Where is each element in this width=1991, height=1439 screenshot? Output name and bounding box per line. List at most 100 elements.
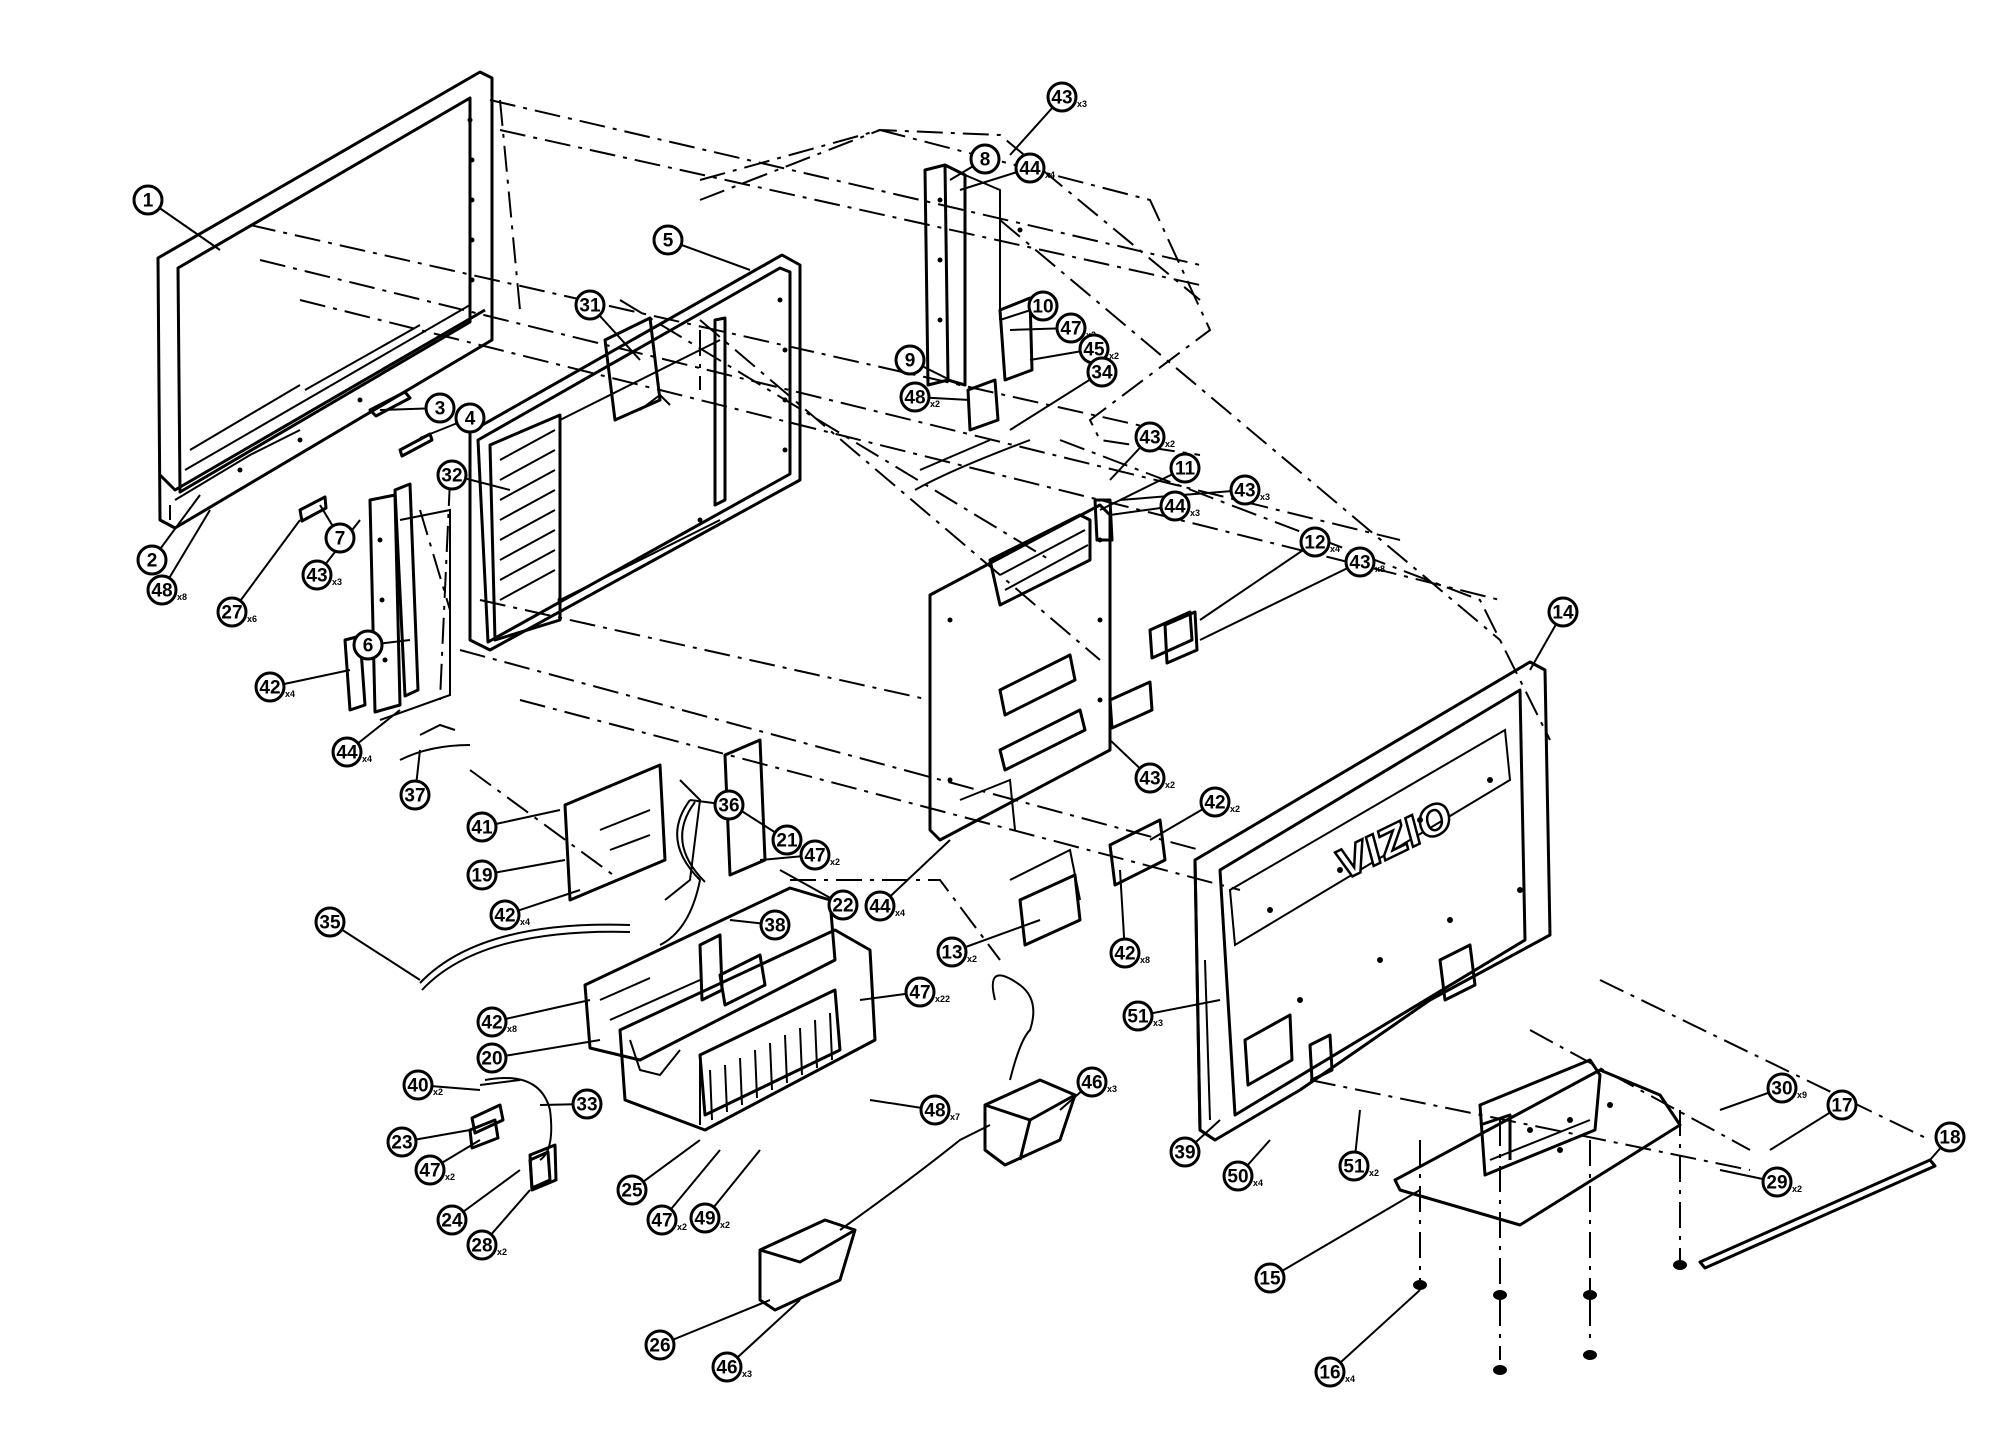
callout-quantity: x8 — [1140, 955, 1150, 965]
callout-circle — [1046, 81, 1078, 113]
callout-number: 38 — [764, 916, 785, 937]
callout-number: 30 — [1771, 1079, 1792, 1100]
callout-circle — [711, 1351, 743, 1383]
callout-number: 46 — [1081, 1073, 1102, 1094]
callout-circle — [1169, 1136, 1201, 1168]
callout-number: 26 — [649, 1336, 670, 1357]
callout-circle — [466, 811, 498, 843]
callout-quantity: x2 — [720, 1220, 730, 1230]
callout-circle — [571, 1088, 603, 1120]
callout-quantity: x4 — [1345, 1374, 1355, 1384]
callout-number: 5 — [663, 231, 674, 252]
callout-quantity: x3 — [1260, 492, 1270, 502]
part-callout-46: 46 x3 — [1076, 1066, 1117, 1098]
callout-quantity: x2 — [433, 1087, 443, 1097]
callout-quantity: x2 — [1792, 1184, 1802, 1194]
small-board-part — [1009, 818, 1167, 947]
callout-circle — [132, 184, 164, 216]
part-callout-47: 47 x22 — [904, 976, 950, 1008]
callout-leader-line — [879, 839, 951, 907]
front-bezel-part — [156, 70, 494, 530]
callout-quantity: x3 — [332, 577, 342, 587]
callout-number: 18 — [1939, 1128, 1960, 1149]
callout-number: 8 — [980, 150, 991, 171]
callout-number: 43 — [1139, 428, 1160, 449]
callout-number: 42 — [494, 906, 515, 927]
callout-circle — [1547, 596, 1579, 628]
callout-circle — [1159, 490, 1191, 522]
callout-number: 28 — [471, 1236, 492, 1257]
callout-number: 42 — [1114, 944, 1135, 965]
part-callout-9: 9 — [894, 344, 926, 376]
callout-quantity: x7 — [950, 1112, 960, 1122]
callout-leader-line — [659, 1299, 771, 1346]
callout-quantity: x8 — [1375, 564, 1385, 574]
callout-quantity: x2 — [1369, 1168, 1379, 1178]
callout-number: 33 — [576, 1095, 597, 1116]
rear-cover-part: VIZIO — [1193, 660, 1552, 1142]
part-callout-43: 43 x3 — [1229, 474, 1270, 506]
callout-quantity: x4 — [362, 754, 372, 764]
callout-number: 9 — [905, 351, 916, 372]
callout-quantity: x3 — [1107, 1084, 1117, 1094]
callout-number: 6 — [363, 636, 374, 657]
callout-quantity: x2 — [1109, 351, 1119, 361]
callout-quantity: x4 — [520, 917, 530, 927]
callout-number: 43 — [1051, 88, 1072, 109]
callout-circle — [1338, 1150, 1370, 1182]
callout-circle — [1254, 1262, 1286, 1294]
callout-circle — [352, 629, 384, 661]
part-callout-35: 35 — [314, 906, 346, 938]
callout-number: 23 — [391, 1133, 412, 1154]
callout-circle — [1314, 1356, 1346, 1388]
callout-number: 42 — [481, 1013, 502, 1034]
stand-base-part — [1393, 1058, 1682, 1227]
callout-quantity: x2 — [677, 1222, 687, 1232]
callout-circle — [969, 143, 1001, 175]
callout-leader-line — [1199, 561, 1361, 641]
part-callout-10: 10 — [1027, 290, 1059, 322]
callout-number: 1 — [143, 191, 154, 212]
callout-circle — [1826, 1089, 1858, 1121]
brand-logo: VIZIO — [1329, 793, 1460, 889]
callout-number: 48 — [904, 388, 925, 409]
callout-circle — [331, 736, 363, 768]
part-callout-31: 31 — [574, 289, 606, 321]
callout-quantity: x2 — [1165, 439, 1175, 449]
callout-number: 43 — [1234, 481, 1255, 502]
callout-circle — [254, 671, 286, 703]
callout-number: 15 — [1259, 1269, 1281, 1290]
callout-circle — [713, 789, 745, 821]
part-callout-42: 42 x4 — [489, 899, 530, 931]
callout-circle — [1055, 312, 1087, 344]
callout-circle — [652, 224, 684, 256]
callout-leader-line — [1269, 1189, 1421, 1279]
cable-37-part — [399, 744, 471, 761]
callout-circle — [1109, 937, 1141, 969]
callout-leader-line — [726, 1299, 801, 1368]
callout-circle — [466, 1229, 498, 1261]
callout-number: 37 — [404, 786, 425, 807]
callout-circle — [454, 402, 486, 434]
part-callout-24: 24 — [436, 1204, 468, 1236]
callout-number: 46 — [716, 1358, 737, 1379]
callout-quantity: x4 — [285, 689, 295, 699]
callout-number: 47 — [1060, 319, 1081, 340]
callout-number: 24 — [441, 1211, 463, 1232]
callout-number: 12 — [1304, 533, 1325, 554]
callout-leader-line — [491, 1039, 601, 1059]
part-callout-37: 37 — [399, 779, 431, 811]
part-callout-36: 36 — [713, 789, 745, 821]
main-board-part — [583, 738, 837, 1062]
callout-quantity: x22 — [935, 994, 950, 1004]
callout-number: 47 — [909, 983, 930, 1004]
callout-leader-line — [1009, 371, 1103, 431]
callout-circle — [864, 890, 896, 922]
callout-circle — [1199, 786, 1231, 818]
callout-number: 42 — [1204, 793, 1225, 814]
